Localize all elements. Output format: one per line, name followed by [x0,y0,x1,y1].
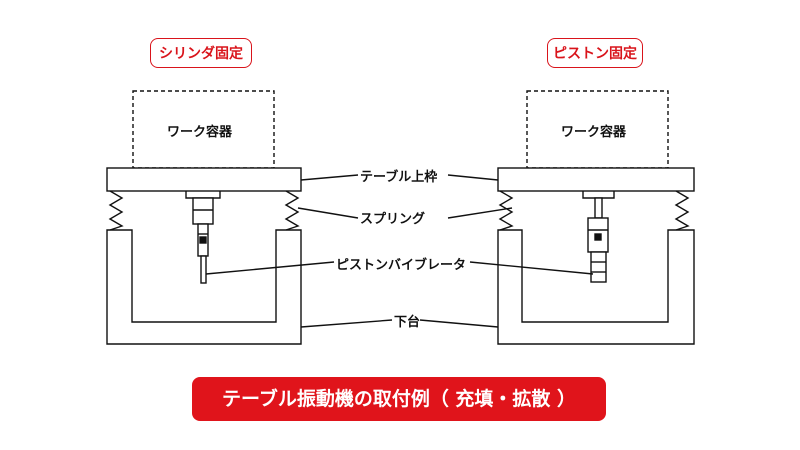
spring-right-2 [674,190,690,231]
leader-base-right [419,319,499,328]
work-container-left-label: ワーク容器 [167,125,233,140]
base-left [106,229,302,345]
table-frame-label: テーブル上枠 [360,170,438,185]
vibrator-label: ピストンバイブレータ [336,258,467,273]
spring-right-1 [498,190,514,231]
leader-base-left [300,319,393,328]
bracket-right [582,191,615,199]
leader-spring-left [297,207,359,219]
leader-spring-right [447,207,513,219]
leader-vibrator-left [205,261,335,275]
work-container-right-label: ワーク容器 [561,125,627,140]
table-frame-right [497,167,695,192]
vibrator-cylinder-left [192,197,214,225]
piston-fixed-tag: ピストン固定 [547,38,643,68]
spring-label: スプリング [360,212,426,227]
leader-table-right [447,174,499,181]
table-frame-left [106,167,302,192]
bracket-left [185,191,221,199]
base-right [497,229,695,345]
vibrator-piston-left [200,255,207,284]
cylinder-fixed-tag: シリンダ固定 [150,38,252,68]
vibrator-cylinder-right [590,251,607,283]
mounting-example-title-banner: テーブル振動機の取付例（ 充填・拡散 ） [192,377,606,421]
leader-table-left [300,174,359,181]
leader-vibrator-right [469,261,594,275]
vibrator-piston-right [594,197,603,219]
base-label: 下台 [394,315,421,330]
spring-left-2 [284,190,300,231]
spring-left-1 [108,190,124,231]
